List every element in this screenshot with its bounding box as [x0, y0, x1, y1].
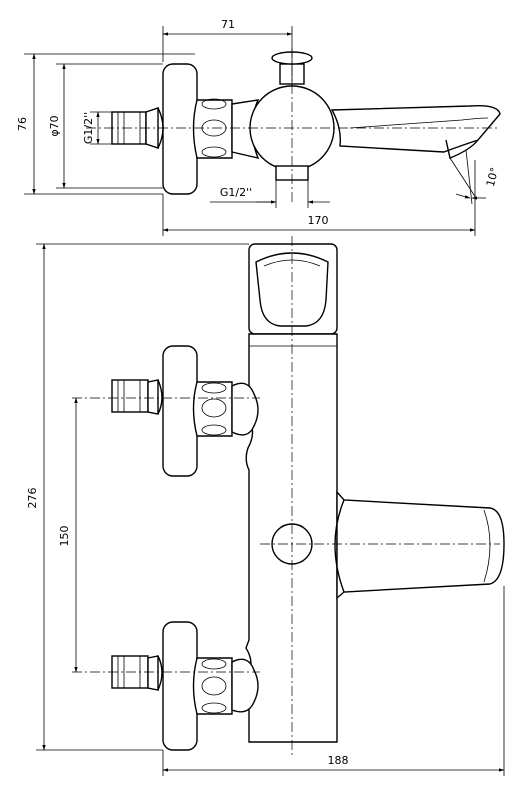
wall-flange-upper [162, 345, 198, 477]
dim-angle-label: 10° [484, 166, 502, 188]
dim-150-label: 150 [58, 526, 71, 547]
inlet-connector-top [111, 107, 164, 149]
dim-outlet-thread-label: G1/2'' [220, 186, 252, 199]
dim-276: 276 [26, 243, 249, 751]
dim-276-label: 276 [26, 488, 39, 509]
spout-top [330, 104, 501, 159]
wall-flange-top [162, 63, 198, 195]
dim-angle: 10° [449, 149, 502, 205]
front-view: 276 150 188 [26, 236, 505, 776]
dim-71: 71 [162, 18, 293, 62]
upper-eccentric-nut [192, 381, 259, 437]
dim-inlet-thread: G1/2'' [82, 111, 112, 145]
upper-inlet-connector [111, 379, 163, 415]
lower-eccentric-nut [192, 657, 259, 715]
top-handle-front [248, 243, 338, 335]
dim-188-label: 188 [328, 754, 349, 767]
eccentric-nut-top [192, 98, 233, 159]
top-view: 71 76 φ70 G1/2'' [16, 18, 501, 236]
dim-170: 170 [162, 160, 476, 236]
dim-150: 150 [58, 397, 78, 673]
dim-76-label: 76 [16, 117, 29, 131]
dim-71-label: 71 [221, 18, 235, 31]
wall-flange-lower [162, 621, 198, 751]
dim-inlet-thread-label: G1/2'' [82, 112, 95, 144]
dim-phi70: φ70 [48, 63, 163, 189]
spout-front [334, 490, 505, 600]
dim-188: 188 [162, 586, 505, 776]
dim-outlet-thread: G1/2'' [210, 180, 330, 208]
dim-phi70-label: φ70 [48, 115, 61, 136]
dim-76: 76 [16, 53, 195, 195]
lower-inlet-connector [111, 655, 163, 691]
dim-170-label: 170 [308, 214, 329, 227]
